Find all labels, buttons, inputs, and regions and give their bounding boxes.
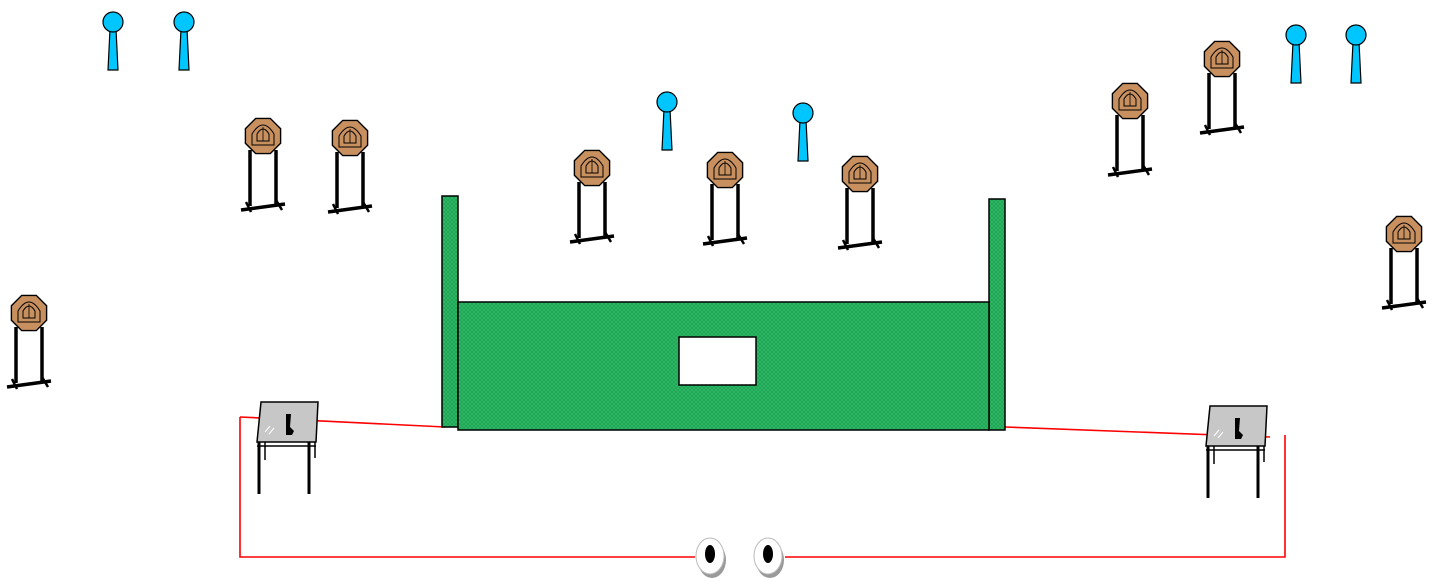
wall-window[interactable]: [679, 337, 756, 385]
steel-popper-group: [103, 12, 1366, 161]
cardboard-target-icon[interactable]: [241, 118, 285, 212]
cardboard-target-icon[interactable]: [703, 152, 747, 246]
cardboard-target-icon[interactable]: [1382, 216, 1426, 310]
cardboard-target-icon[interactable]: [328, 120, 372, 214]
start-table-icon[interactable]: [257, 402, 318, 494]
steel-popper-icon[interactable]: [174, 12, 194, 70]
steel-popper-icon[interactable]: [1286, 25, 1306, 83]
cardboard-target-icon[interactable]: [1200, 41, 1244, 135]
start-table-icon[interactable]: [1206, 406, 1267, 498]
wall-right-post: [989, 199, 1005, 430]
steel-popper-icon[interactable]: [657, 92, 677, 150]
barricade-wall: [442, 196, 1005, 430]
cardboard-target-icon[interactable]: [1108, 83, 1152, 177]
steel-popper-icon[interactable]: [103, 12, 123, 70]
steel-popper-icon[interactable]: [793, 103, 813, 161]
start-position-group: [696, 538, 784, 578]
cardboard-target-icon[interactable]: [7, 295, 51, 389]
fault-line: [240, 417, 1285, 557]
start-position-icon[interactable]: [696, 538, 726, 578]
wall-left-post: [442, 196, 458, 427]
cardboard-target-icon[interactable]: [570, 150, 614, 244]
cardboard-target-icon[interactable]: [838, 156, 882, 250]
start-position-icon[interactable]: [754, 538, 784, 578]
steel-popper-icon[interactable]: [1346, 25, 1366, 83]
